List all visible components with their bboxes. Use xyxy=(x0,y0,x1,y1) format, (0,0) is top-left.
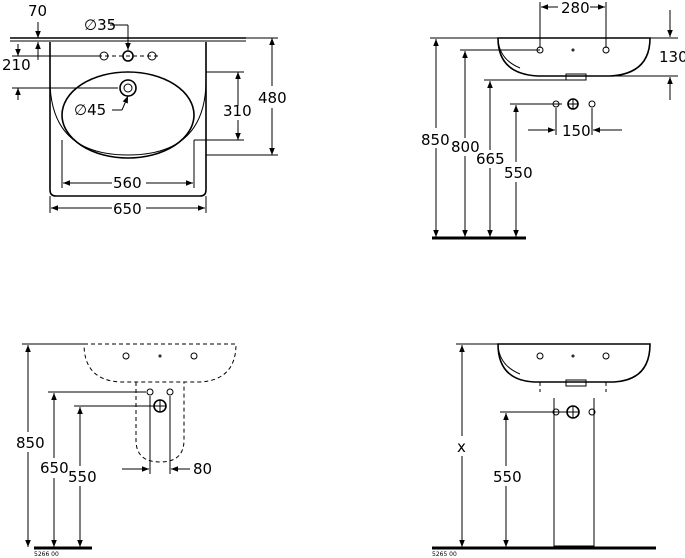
front-trap xyxy=(565,73,587,81)
front-hole-center xyxy=(571,48,575,52)
dim-210-label: 210 xyxy=(2,56,31,74)
waste-outlet-inner xyxy=(123,83,133,93)
basin-bowl xyxy=(61,71,195,159)
dim-45-arrow xyxy=(121,95,129,111)
ped-dim-x-label: x xyxy=(457,438,466,456)
front-view: 280 130 850 800 665 550 xyxy=(421,0,685,240)
front-basin-curve xyxy=(497,39,521,69)
hp-dim-650-label: 650 xyxy=(40,459,69,477)
dim-480-label: 480 xyxy=(258,89,287,107)
ped-dim-550-label: 550 xyxy=(493,468,522,486)
half-pedestal-view: 5266 00 850 650 550 80 xyxy=(16,343,237,558)
hp-half-pedestal xyxy=(135,382,185,463)
dim-280-label: 280 xyxy=(561,0,590,17)
dim-560-label: 560 xyxy=(113,174,142,192)
front-supply-left xyxy=(552,100,560,108)
ped-product-code: 5265 00 xyxy=(432,551,457,558)
dim-45-label: ∅45 xyxy=(74,101,106,119)
hp-hole-left xyxy=(122,352,130,360)
ped-basin-curve xyxy=(497,345,521,375)
dim-130-label: 130 xyxy=(659,48,685,66)
hp-product-code: 5266 00 xyxy=(34,551,59,558)
hp-hole-center xyxy=(158,354,162,358)
hp-hole-right xyxy=(190,352,198,360)
front-basin xyxy=(497,37,651,77)
ped-trap xyxy=(565,379,587,387)
dim-550-label: 550 xyxy=(504,164,533,182)
dim-35-label: ∅35 xyxy=(84,16,116,34)
basin-front-curve xyxy=(49,79,207,156)
ped-hole-center xyxy=(571,354,575,358)
ped-hole-right xyxy=(602,352,610,360)
dim-850-label: 850 xyxy=(421,131,450,149)
basin-outline xyxy=(49,42,207,197)
pedestal-view: 5265 00 x 550 xyxy=(432,343,656,558)
dim-70-label: 70 xyxy=(28,2,47,20)
hp-dim-550-label: 550 xyxy=(68,468,97,486)
ped-basin xyxy=(497,343,651,383)
front-supply-right xyxy=(588,100,596,108)
top-view: 70 ∅35 210 ∅45 310 480 560 xyxy=(2,2,287,218)
hp-dim-850-label: 850 xyxy=(16,434,45,452)
dim-665-label: 665 xyxy=(476,150,505,168)
waste-outlet xyxy=(119,79,137,97)
dim-800-label: 800 xyxy=(451,138,480,156)
hp-dim-80-label: 80 xyxy=(193,460,212,478)
ped-hole-left xyxy=(536,352,544,360)
hp-basin xyxy=(83,343,237,383)
ped-supply-right xyxy=(588,408,596,416)
dim-310-label: 310 xyxy=(223,102,252,120)
dim-650-label: 650 xyxy=(113,200,142,218)
ped-pedestal xyxy=(553,398,595,547)
dim-150-label: 150 xyxy=(562,122,591,140)
hp-supply-right xyxy=(166,388,174,396)
hp-supply-left xyxy=(146,388,154,396)
